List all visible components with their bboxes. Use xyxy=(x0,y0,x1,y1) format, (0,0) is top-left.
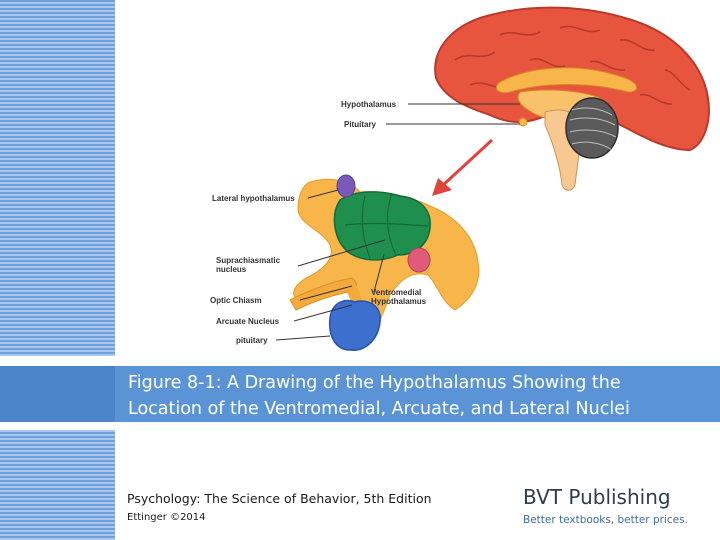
publisher-tagline: Better textbooks, better prices. xyxy=(523,514,688,526)
left-stripe-panel xyxy=(0,0,115,540)
pituitary-gland xyxy=(328,299,381,351)
leader-lines xyxy=(275,103,520,341)
label-lateral-hypothalamus: Lateral hypothalamus xyxy=(212,194,295,203)
zoom-arrow xyxy=(432,138,494,196)
footer-panel xyxy=(115,430,720,540)
title-bar-accent xyxy=(0,366,115,422)
book-title: Psychology: The Science of Behavior, 5th… xyxy=(127,491,432,506)
diagram-labels: Hypothalamus Pituitary Lateral hypothala… xyxy=(210,100,427,345)
label-ventromedial-2: Hypothalamus xyxy=(371,297,427,306)
author-credit: Ettinger ©2014 xyxy=(127,512,206,523)
label-suprachiasmatic-1: Suprachiasmatic xyxy=(216,256,281,265)
slide-title: Figure 8-1: A Drawing of the Hypothalamu… xyxy=(128,370,708,422)
left-divider-lower xyxy=(0,422,115,430)
label-pituitary-bottom: pituitary xyxy=(236,336,268,345)
cerebrum-gyri xyxy=(454,25,691,105)
label-suprachiasmatic-2: nucleus xyxy=(216,265,247,274)
brain-illustration xyxy=(434,6,710,191)
label-pituitary-top: Pituitary xyxy=(344,120,377,129)
cerebellum-folds xyxy=(569,107,617,151)
left-divider xyxy=(0,356,115,366)
pituitary-small xyxy=(518,117,528,127)
hypothalamus-diagram: Hypothalamus Pituitary Lateral hypothala… xyxy=(210,6,710,351)
hypothalamus-enlarged xyxy=(289,174,480,351)
green-nuclei-lobes xyxy=(344,193,429,259)
slide-title-line-1: Figure 8-1: A Drawing of the Hypothalamu… xyxy=(128,373,621,393)
slide-title-line-2: Location of the Ventromedial, Arcuate, a… xyxy=(128,399,630,419)
label-ventromedial-1: Ventromedial xyxy=(371,288,421,297)
ventromedial-nucleus xyxy=(407,247,431,273)
label-hypothalamus: Hypothalamus xyxy=(341,100,397,109)
label-arcuate-nucleus: Arcuate Nucleus xyxy=(216,317,280,326)
publisher-name: BVT Publishing xyxy=(523,485,671,509)
title-bar xyxy=(0,366,720,422)
corpus-callosum xyxy=(495,67,638,94)
lateral-hypothalamus-nucleus xyxy=(336,174,356,198)
label-optic-chiasm: Optic Chiasm xyxy=(210,296,262,305)
